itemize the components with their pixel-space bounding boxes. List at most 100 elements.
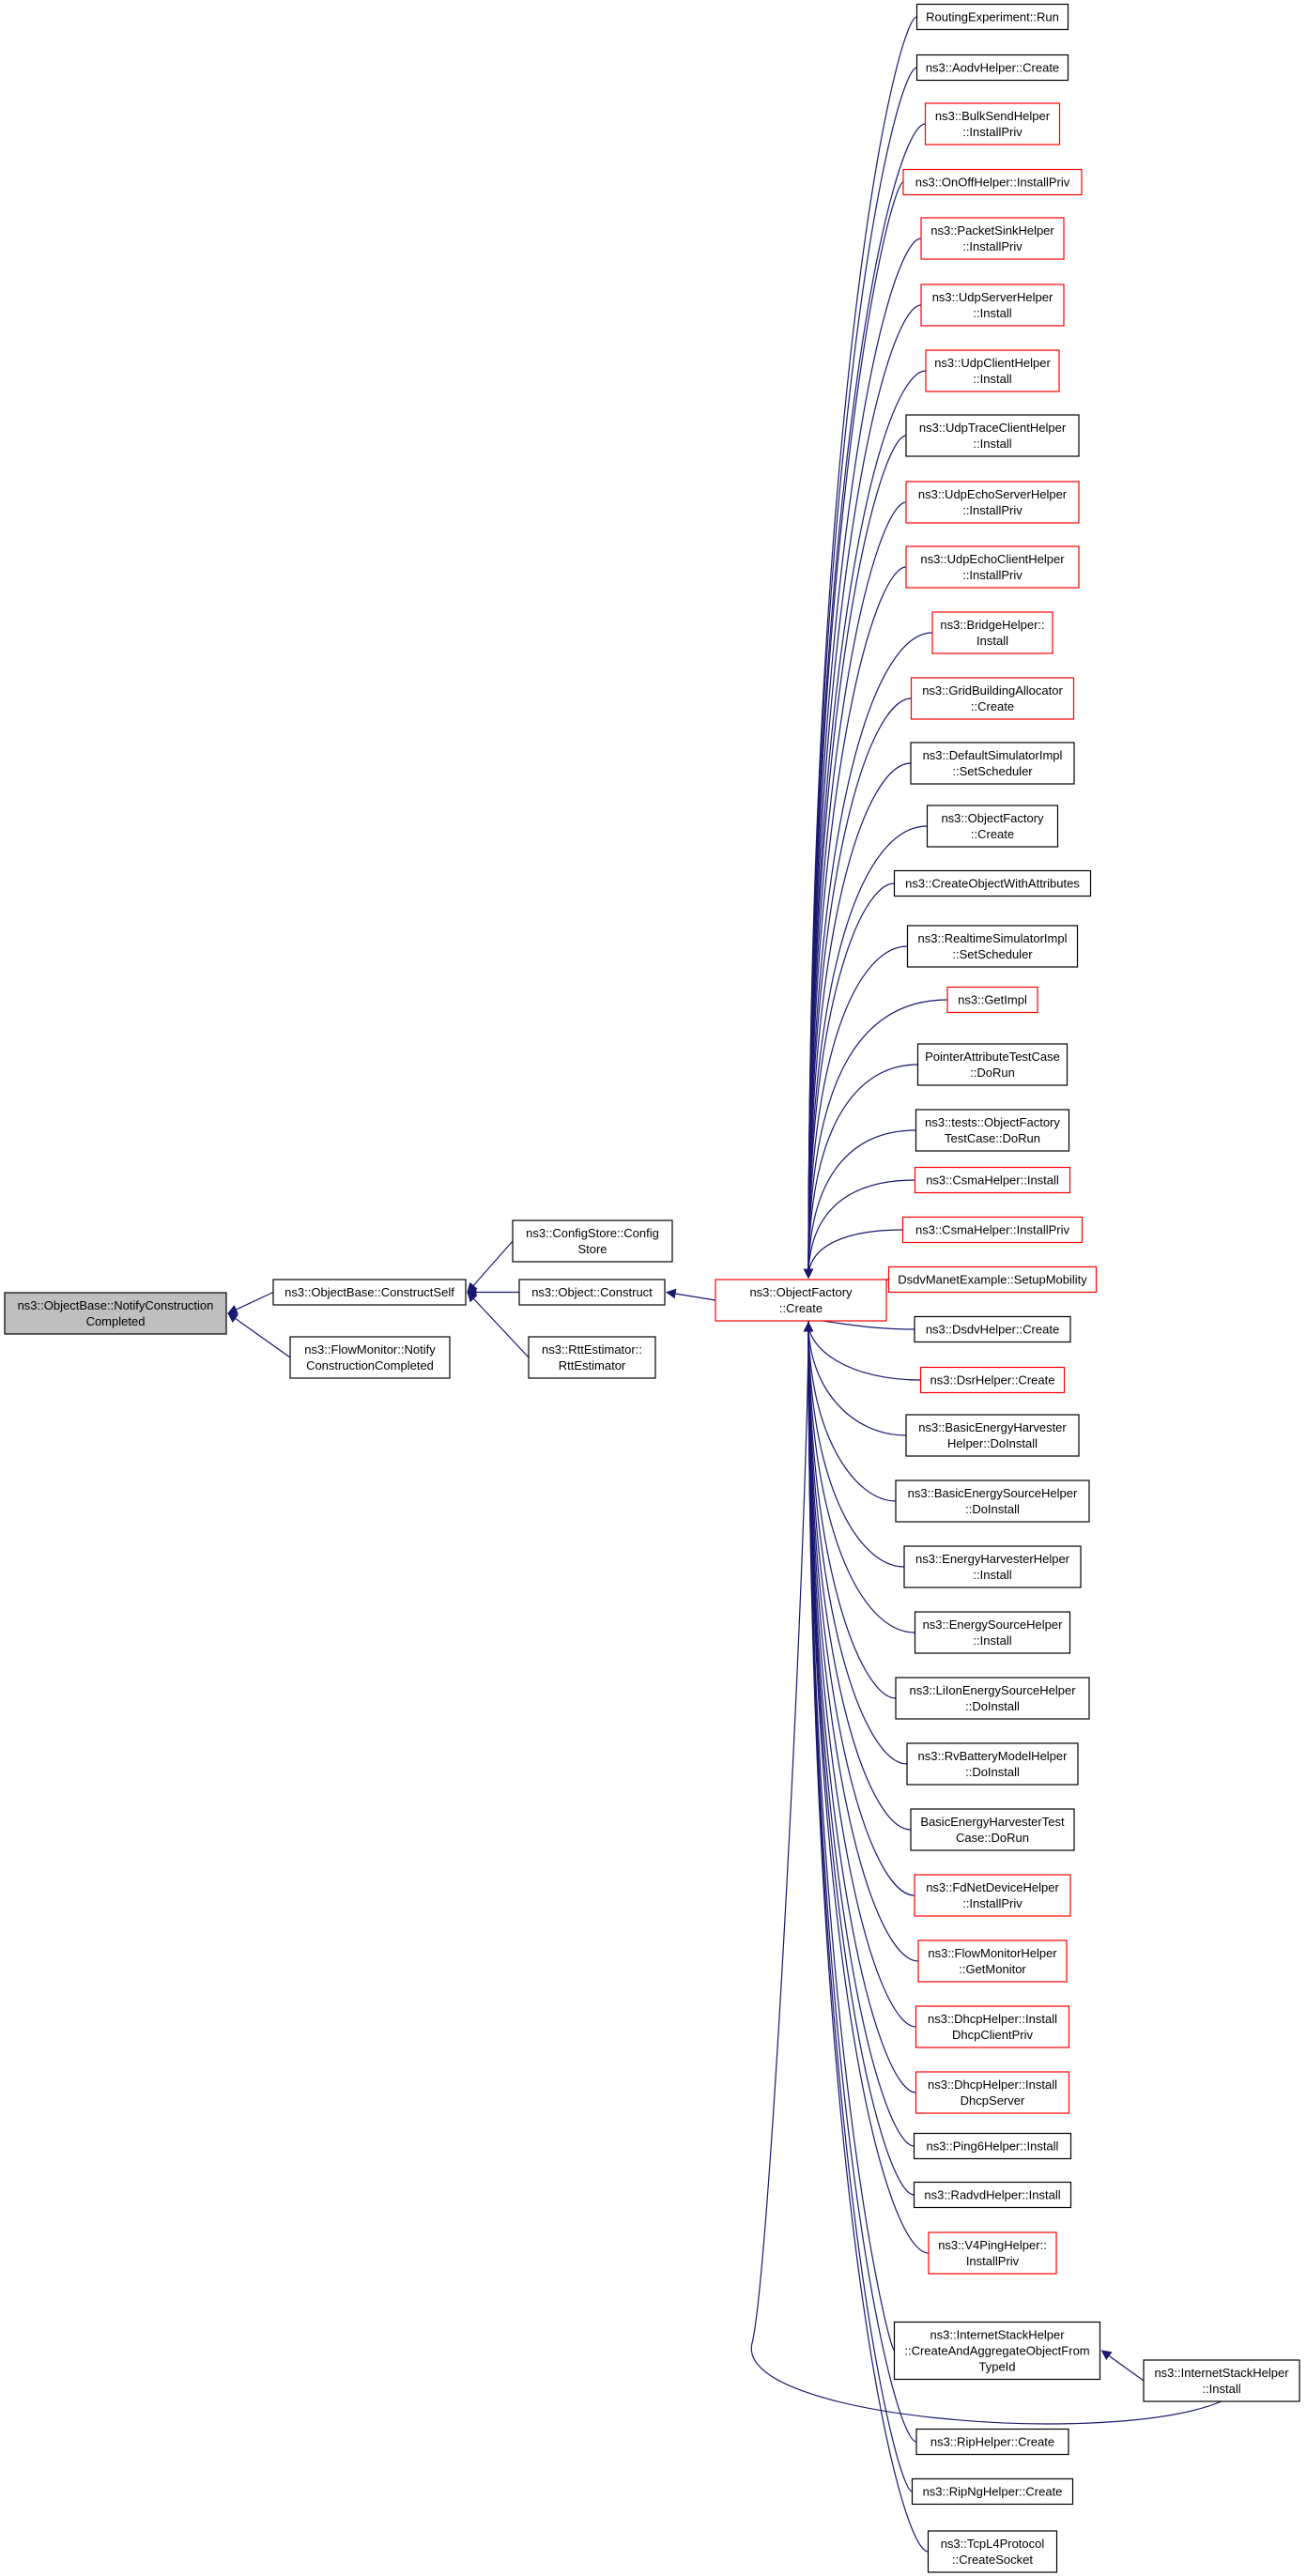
node-c28[interactable]: ns3::EnergySourceHelper::Install: [914, 1611, 1071, 1654]
node-label-line: ns3::DefaultSimulatorImpl: [923, 748, 1063, 762]
node-c13[interactable]: ns3::DefaultSimulatorImpl::SetScheduler: [910, 742, 1075, 785]
edge-c17-to-objectfactory-create: [803, 999, 948, 1280]
node-c29[interactable]: ns3::LiIonEnergySourceHelper::DoInstall: [895, 1677, 1090, 1720]
node-label-line: ns3::OnOffHelper::InstallPriv: [915, 176, 1070, 190]
node-box: [910, 742, 1075, 785]
node-label-line: ns3::tests::ObjectFactory: [925, 1115, 1060, 1129]
node-box: [920, 217, 1065, 260]
node-c01[interactable]: RoutingExperiment::Run: [915, 3, 1069, 31]
node-label-line: Completed: [86, 1314, 146, 1328]
node-c18[interactable]: PointerAttributeTestCase::DoRun: [916, 1043, 1069, 1086]
node-c41[interactable]: ns3::RipNgHelper::Create: [911, 2477, 1074, 2506]
node-c40[interactable]: ns3::RipHelper::Create: [915, 2428, 1069, 2456]
edge-ish-install-to-c39: [1100, 2350, 1145, 2382]
edge-c28-to-objectfactory-create: [803, 1321, 915, 1633]
node-label-line: ::InstallPriv: [962, 568, 1023, 582]
node-label-line: InstallPriv: [966, 2254, 1020, 2268]
node-label-line: PointerAttributeTestCase: [925, 1050, 1060, 1064]
node-label-line: ::CreateAndAggregateObjectFrom: [904, 2344, 1089, 2358]
node-box: [917, 1940, 1068, 1983]
edge-c27-to-objectfactory-create: [803, 1321, 905, 1568]
node-label-line: ns3::DhcpHelper::Install: [928, 2012, 1057, 2026]
node-label-line: ns3::FlowMonitorHelper: [928, 1946, 1057, 1960]
edge-c03-to-objectfactory-create: [803, 123, 926, 1280]
node-box: [931, 611, 1053, 654]
node-c14[interactable]: ns3::ObjectFactory::Create: [926, 805, 1059, 848]
node-c36[interactable]: ns3::Ping6Helper::Install: [913, 2132, 1072, 2160]
node-c05[interactable]: ns3::PacketSinkHelper::InstallPriv: [920, 217, 1065, 260]
edge-c24-to-objectfactory-create: [803, 1321, 921, 1381]
node-c11[interactable]: ns3::BridgeHelper::Install: [931, 611, 1053, 654]
node-label-line: ns3::RipHelper::Create: [930, 2435, 1054, 2449]
node-root[interactable]: ns3::ObjectBase::NotifyConstructionCompl…: [4, 1292, 227, 1335]
node-label-line: ns3::EnergySourceHelper: [923, 1618, 1064, 1632]
node-c37[interactable]: ns3::RadvdHelper::Install: [913, 2181, 1072, 2209]
node-label-line: ::InstallPriv: [962, 503, 1023, 517]
edge-c36-to-objectfactory-create: [803, 1321, 915, 2147]
node-object-construct[interactable]: ns3::Object::Construct: [518, 1279, 666, 1306]
node-label-line: ::Install: [973, 437, 1011, 451]
node-label-line: BasicEnergyHarvesterTest: [920, 1815, 1065, 1829]
node-c07[interactable]: ns3::UdpClientHelper::Install: [925, 349, 1060, 392]
node-label-line: ns3::PacketSinkHelper: [930, 223, 1054, 238]
edge-c12-to-objectfactory-create: [803, 698, 912, 1280]
node-label-line: ns3::RealtimeSimulatorImpl: [918, 931, 1068, 945]
node-box: [905, 545, 1080, 589]
node-c03[interactable]: ns3::BulkSendHelper::InstallPriv: [924, 102, 1061, 146]
node-flowmonitor-notify[interactable]: ns3::FlowMonitor::NotifyConstructionComp…: [289, 1336, 451, 1379]
node-c08[interactable]: ns3::UdpTraceClientHelper::Install: [905, 414, 1080, 457]
node-box: [915, 2005, 1070, 2048]
node-objectfactory-create[interactable]: ns3::ObjectFactory::Create: [715, 1279, 887, 1322]
node-c24[interactable]: ns3::DsrHelper::Create: [919, 1366, 1066, 1394]
node-c32[interactable]: ns3::FdNetDeviceHelper::InstallPriv: [914, 1874, 1071, 1917]
node-label-line: ConstructionCompleted: [306, 1358, 434, 1372]
node-label-line: ns3::UdpTraceClientHelper: [919, 421, 1067, 435]
node-c23[interactable]: ns3::DsdvHelper::Create: [914, 1315, 1071, 1343]
node-label-line: ::DoRun: [970, 1066, 1015, 1080]
node-c33[interactable]: ns3::FlowMonitorHelper::GetMonitor: [917, 1940, 1068, 1983]
node-configstore[interactable]: ns3::ConfigStore::ConfigStore: [512, 1219, 673, 1263]
node-c09[interactable]: ns3::UdpEchoServerHelper::InstallPriv: [905, 481, 1080, 524]
edge-c25-to-objectfactory-create: [803, 1321, 907, 1436]
node-box: [914, 1315, 1071, 1343]
node-label-line: Store: [577, 1242, 607, 1256]
node-c21[interactable]: ns3::CsmaHelper::InstallPriv: [901, 1216, 1084, 1244]
node-c02[interactable]: ns3::AodvHelper::Create: [915, 54, 1069, 82]
node-c06[interactable]: ns3::UdpServerHelper::Install: [920, 284, 1065, 327]
node-box: [927, 2530, 1058, 2573]
node-c22[interactable]: DsdvManetExample::SetupMobility: [887, 1265, 1098, 1294]
edge-c31-to-objectfactory-create: [803, 1321, 912, 1831]
node-label-line: ns3::BasicEnergyHarvester: [918, 1420, 1067, 1434]
node-box: [915, 3, 1069, 31]
node-c25[interactable]: ns3::BasicEnergyHarvesterHelper::DoInsta…: [905, 1414, 1080, 1457]
node-ish-install[interactable]: ns3::InternetStackHelper::Install: [1143, 2359, 1300, 2402]
node-c10[interactable]: ns3::UdpEchoClientHelper::InstallPriv: [905, 545, 1080, 589]
node-c39[interactable]: ns3::InternetStackHelper::CreateAndAggre…: [893, 2321, 1101, 2381]
node-c27[interactable]: ns3::EnergyHarvesterHelper::Install: [903, 1545, 1082, 1588]
edge-configstore-to-constructself: [467, 1240, 514, 1294]
node-box: [920, 284, 1065, 327]
node-c15[interactable]: ns3::CreateObjectWithAttributes: [893, 869, 1092, 897]
node-c04[interactable]: ns3::OnOffHelper::InstallPriv: [902, 168, 1083, 196]
node-c12[interactable]: ns3::GridBuildingAllocator::Create: [910, 677, 1075, 720]
node-c26[interactable]: ns3::BasicEnergySourceHelper::DoInstall: [895, 1480, 1090, 1523]
node-label-line: ns3::ObjectBase::ConstructSelf: [284, 1285, 454, 1299]
node-c20[interactable]: ns3::CsmaHelper::Install: [914, 1166, 1071, 1194]
node-label-line: ::SetScheduler: [952, 764, 1033, 778]
node-c38[interactable]: ns3::V4PingHelper::InstallPriv: [928, 2231, 1057, 2275]
node-label-line: ns3::UdpEchoClientHelper: [920, 552, 1065, 566]
node-c42[interactable]: ns3::TcpL4Protocol::CreateSocket: [927, 2530, 1058, 2573]
node-constructself[interactable]: ns3::ObjectBase::ConstructSelf: [272, 1279, 467, 1306]
node-rttestimator[interactable]: ns3::RttEstimator::RttEstimator: [528, 1336, 656, 1379]
node-c16[interactable]: ns3::RealtimeSimulatorImpl::SetScheduler: [906, 925, 1079, 968]
edge-c06-to-objectfactory-create: [803, 304, 922, 1280]
node-box: [926, 805, 1059, 848]
edge-c20-to-objectfactory-create: [803, 1179, 915, 1280]
node-label-line: TypeId: [978, 2360, 1015, 2374]
node-c30[interactable]: ns3::RvBatteryModelHelper::DoInstall: [906, 1742, 1079, 1786]
node-c17[interactable]: ns3::GetImpl: [946, 986, 1038, 1014]
